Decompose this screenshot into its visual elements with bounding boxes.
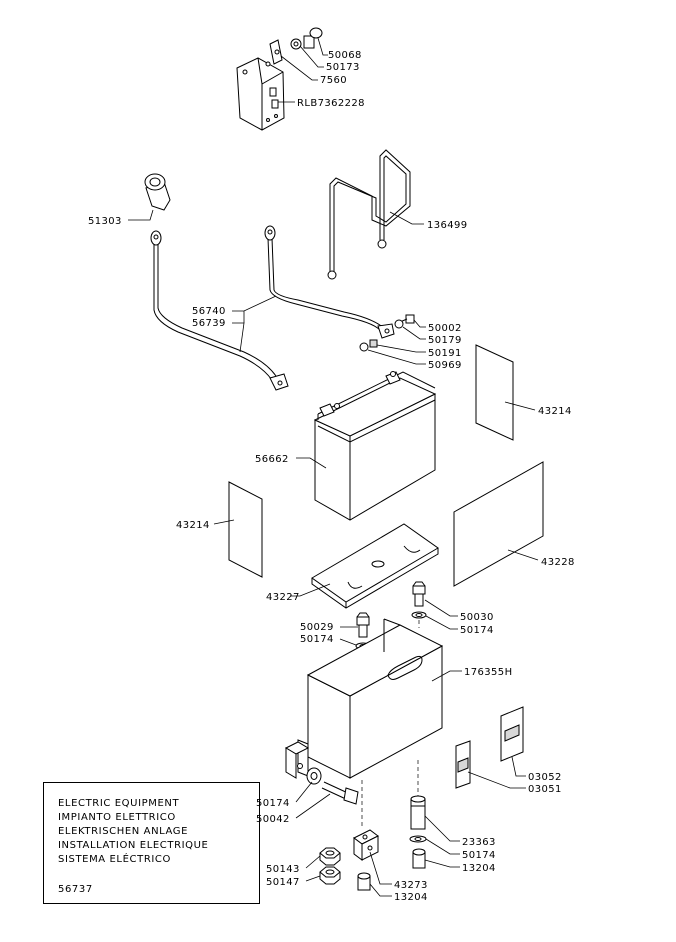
washer-50179: [394, 319, 404, 329]
caption-line-fr: INSTALLATION ELECTRIQUE: [58, 840, 209, 851]
label-43214-left: 43214: [176, 520, 210, 531]
caption-line-it: IMPIANTO ELETTRICO: [58, 812, 176, 823]
label-56662: 56662: [255, 454, 289, 465]
cable-56739: [150, 230, 289, 391]
label-50969: 50969: [428, 360, 462, 371]
bracket-43273: [353, 829, 379, 861]
label-43273: 43273: [394, 880, 428, 891]
battery-strap-136499: [327, 149, 411, 280]
label-50143: 50143: [266, 864, 300, 875]
label-43227: 43227: [266, 592, 300, 603]
caption-line-es: SISTEMA ELÉCTRICO: [58, 854, 171, 865]
nut-50191: [369, 339, 378, 348]
battery-56662: [313, 371, 437, 521]
label-136499: 136499: [427, 220, 468, 231]
caption-box: ELECTRIC EQUIPMENT IMPIANTO ELETTRICO EL…: [43, 782, 260, 904]
tray-176355H: [284, 618, 444, 779]
label-03052: 03052: [528, 772, 562, 783]
bushing-13204-left: [357, 872, 371, 891]
bolt-50042: [321, 781, 359, 805]
washer-50969: [359, 342, 369, 352]
label-50179: 50179: [428, 335, 462, 346]
panel-43214-left: [228, 481, 263, 578]
label-50174-d: 50174: [462, 850, 496, 861]
label-13204-left: 13204: [394, 892, 428, 903]
label-50147: 50147: [266, 877, 300, 888]
label-56739: 56739: [192, 318, 226, 329]
label-43228: 43228: [541, 557, 575, 568]
label-03051: [455, 740, 471, 789]
relay-switch: [236, 57, 285, 131]
spacer-23363: [410, 795, 426, 830]
label-50174-a: 50174: [460, 625, 494, 636]
label-50191: 50191: [428, 348, 462, 359]
screw-50068: [303, 27, 323, 49]
label-51303: 51303: [88, 216, 122, 227]
bushing-13204-right: [412, 848, 426, 869]
label-7560: 7560: [320, 75, 347, 86]
terminal-cap-51303: [144, 173, 171, 211]
panel-43228: [453, 461, 544, 587]
washer-50174-right: [409, 835, 427, 843]
label-43214-right: 43214: [538, 406, 572, 417]
washer-50173: [290, 38, 302, 50]
label-13204-right: 13204: [462, 863, 496, 874]
base-plate-43227: [311, 523, 439, 609]
panel-43214-right: [475, 344, 514, 441]
label-23363: 23363: [462, 837, 496, 848]
label-03051: 03051: [528, 784, 562, 795]
label-50174-b: 50174: [300, 634, 334, 645]
label-50030: 50030: [460, 612, 494, 623]
caption-line-de: ELEKTRISCHEN ANLAGE: [58, 826, 189, 837]
label-50173: 50173: [326, 62, 360, 73]
label-50068: 50068: [328, 50, 362, 61]
label-50042: 50042: [256, 814, 290, 825]
bolt-50030: [411, 581, 427, 619]
label-50174-c: 50174: [256, 798, 290, 809]
label-50002: 50002: [428, 323, 462, 334]
label-56740: 56740: [192, 306, 226, 317]
label-rlb7362228: RLB7362228: [297, 98, 365, 109]
label-50029: 50029: [300, 622, 334, 633]
bracket-7560: [269, 39, 283, 65]
caption-line-en: ELECTRIC EQUIPMENT: [58, 798, 180, 809]
cable-56740: [264, 225, 395, 339]
label-03052: [500, 706, 524, 762]
washer-50174-left: [306, 767, 322, 785]
nut-50147: [319, 866, 341, 885]
label-176355h: 176355H: [464, 667, 513, 678]
caption-code: 56737: [58, 884, 93, 895]
nut-50143: [319, 847, 341, 866]
